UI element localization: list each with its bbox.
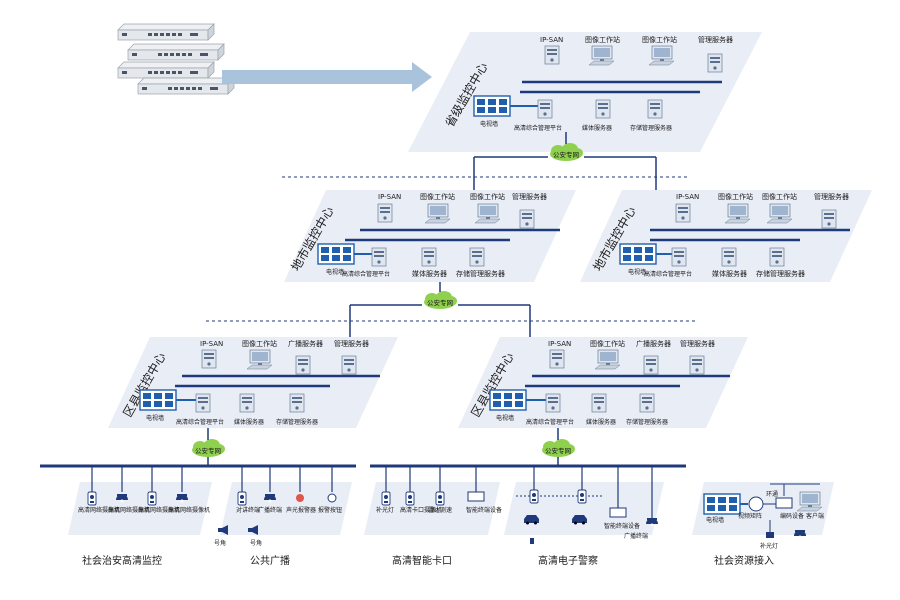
district-right-bottom-0: 高清综合管理平台 [526, 418, 574, 426]
city-right-top-0: IP-SAN [676, 193, 699, 201]
district-right-top-0: IP-SAN [548, 340, 571, 348]
district-right-bottom-2: 存储管理服务器 [626, 418, 668, 426]
city-right-bottom-1: 媒体服务器 [712, 269, 747, 278]
social-device-3: 编码设备 [780, 512, 804, 520]
broadcast-speaker-1: 号角 [250, 539, 262, 547]
group-checkpoint: 补光灯 高清卡口摄像机 雷达测速 智能终端设备 高清智能卡口 [376, 466, 502, 567]
district-right-top-2: 广播服务器 [636, 339, 671, 348]
e-police-device-0: 智能终端设备 [604, 522, 640, 530]
city-right-top-3: 管理服务器 [814, 192, 849, 201]
district-left-top-0: IP-SAN [200, 340, 223, 348]
provincial-bottom-0: 高清综合管理平台 [514, 124, 562, 132]
social-device-4: 客户端 [806, 512, 824, 520]
district-right-bottom-1: 媒体服务器 [586, 418, 616, 426]
city-right-video-wall: 电视墙 [628, 268, 646, 276]
broadcast-device-2: 声光报警器 [286, 506, 316, 514]
city-left-top-2: 图像工作站 [470, 192, 505, 201]
city-left-top-0: IP-SAN [378, 193, 401, 201]
broadcast-device-3: 报警按钮 [318, 506, 342, 514]
provincial-bottom-2: 存储管理服务器 [630, 124, 672, 132]
e-police-device-1: 广播终端 [624, 532, 648, 540]
district-right-top-1: 图像工作站 [590, 339, 625, 348]
group-social-resources: 电视墙 视频矩阵 环通 编码设备 客户端 补光灯 社会资源接入 [703, 483, 824, 567]
district-center-left: 区县监控中心 IP-SAN 图像工作站 广播服务器 管理服务器 电视墙 高清综合… [108, 337, 398, 428]
flow-arrow [222, 62, 432, 92]
group-broadcast: 对讲终端 广播终端 声光报警器 报警按钮 号角 号角 公共广播 [214, 466, 342, 567]
social-device-2: 环通 [766, 490, 778, 498]
checkpoint-device-2: 雷达测速 [428, 506, 452, 514]
district-left-bottom-1: 媒体服务器 [234, 418, 264, 426]
district-left-top-3: 管理服务器 [334, 339, 369, 348]
broadcast-speaker-0: 号角 [214, 539, 226, 547]
city-left-top-3: 管理服务器 [512, 192, 547, 201]
group-title-e-police: 高清电子警察 [538, 554, 598, 567]
city-right-bottom-2: 存储管理服务器 [756, 269, 805, 278]
provincial-top-2: 图像工作站 [642, 35, 677, 44]
group-title-social: 社会资源接入 [714, 554, 774, 567]
city-right-top-1: 图像工作站 [718, 192, 753, 201]
surveillance-device-1: 高清网络摄像机 [108, 506, 150, 514]
district-left-bottom-0: 高清综合管理平台 [176, 418, 224, 426]
cloud-label-city: 公安专网 [427, 298, 453, 307]
cloud-label-district-right: 公安专网 [545, 446, 571, 455]
district-right-video-wall: 电视墙 [496, 414, 514, 422]
provincial-top-0: IP-SAN [540, 36, 563, 44]
group-surveillance: 高清网络摄像机 高清网络摄像机 高清网络摄像机 高清网络摄像机 社会治安高清监控 [78, 466, 210, 567]
surveillance-device-0: 高清网络摄像机 [78, 506, 120, 514]
city-right-bottom-0: 高清综合管理平台 [644, 270, 692, 278]
city-left-bottom-1: 媒体服务器 [412, 269, 447, 278]
group-title-surveillance: 社会治安高清监控 [82, 554, 162, 567]
city-center-left: 地市监控中心 IP-SAN 图像工作站 图像工作站 管理服务器 电视墙 高清综合… [284, 190, 576, 282]
city-left-bottom-0: 高清综合管理平台 [342, 270, 390, 278]
provincial-top-3: 管理服务器 [698, 35, 733, 44]
district-center-right: 区县监控中心 IP-SAN 图像工作站 广播服务器 管理服务器 电视墙 高清综合… [458, 337, 748, 428]
city-left-top-1: 图像工作站 [420, 192, 455, 201]
provincial-video-wall: 电视墙 [480, 120, 498, 128]
checkpoint-device-1: 高清卡口摄像机 [400, 506, 442, 514]
city-left-bottom-2: 存储管理服务器 [456, 269, 505, 278]
city-center-right: 地市监控中心 IP-SAN 图像工作站 图像工作站 管理服务器 电视墙 高清综合… [580, 190, 872, 282]
social-device-0: 电视墙 [706, 516, 724, 524]
district-left-top-2: 广播服务器 [288, 339, 323, 348]
hardware-appliance-stack [117, 23, 235, 95]
group-title-checkpoint: 高清智能卡口 [392, 554, 452, 567]
checkpoint-device-0: 补光灯 [376, 506, 394, 514]
city-left-video-wall: 电视墙 [326, 268, 344, 276]
cloud-label-provincial: 公安专网 [553, 150, 579, 159]
district-right-top-3: 管理服务器 [680, 339, 715, 348]
social-device-1: 视频矩阵 [738, 512, 762, 520]
city-right-top-2: 图像工作站 [762, 192, 797, 201]
surveillance-device-3: 高清网络摄像机 [168, 506, 210, 514]
provincial-center: 省级监控中心 IP-SAN 图像工作站 图像工作站 管理服务器 电视墙 高清综合… [408, 32, 762, 152]
provincial-top-1: 图像工作站 [585, 35, 620, 44]
group-e-police: 智能终端设备 广播终端 高清电子警察 [516, 466, 658, 567]
surveillance-device-2: 高清网络摄像机 [138, 506, 180, 514]
district-left-video-wall: 电视墙 [146, 414, 164, 422]
cloud-label-district-left: 公安专网 [195, 446, 221, 455]
district-left-bottom-2: 存储管理服务器 [276, 418, 318, 426]
broadcast-device-0: 对讲终端 [236, 506, 260, 514]
district-left-top-1: 图像工作站 [242, 339, 277, 348]
checkpoint-device-3: 智能终端设备 [466, 506, 502, 514]
broadcast-device-1: 广播终端 [258, 506, 282, 514]
provincial-bottom-1: 媒体服务器 [582, 124, 612, 132]
social-device-5: 补光灯 [760, 542, 778, 550]
group-title-broadcast: 公共广播 [250, 554, 290, 567]
